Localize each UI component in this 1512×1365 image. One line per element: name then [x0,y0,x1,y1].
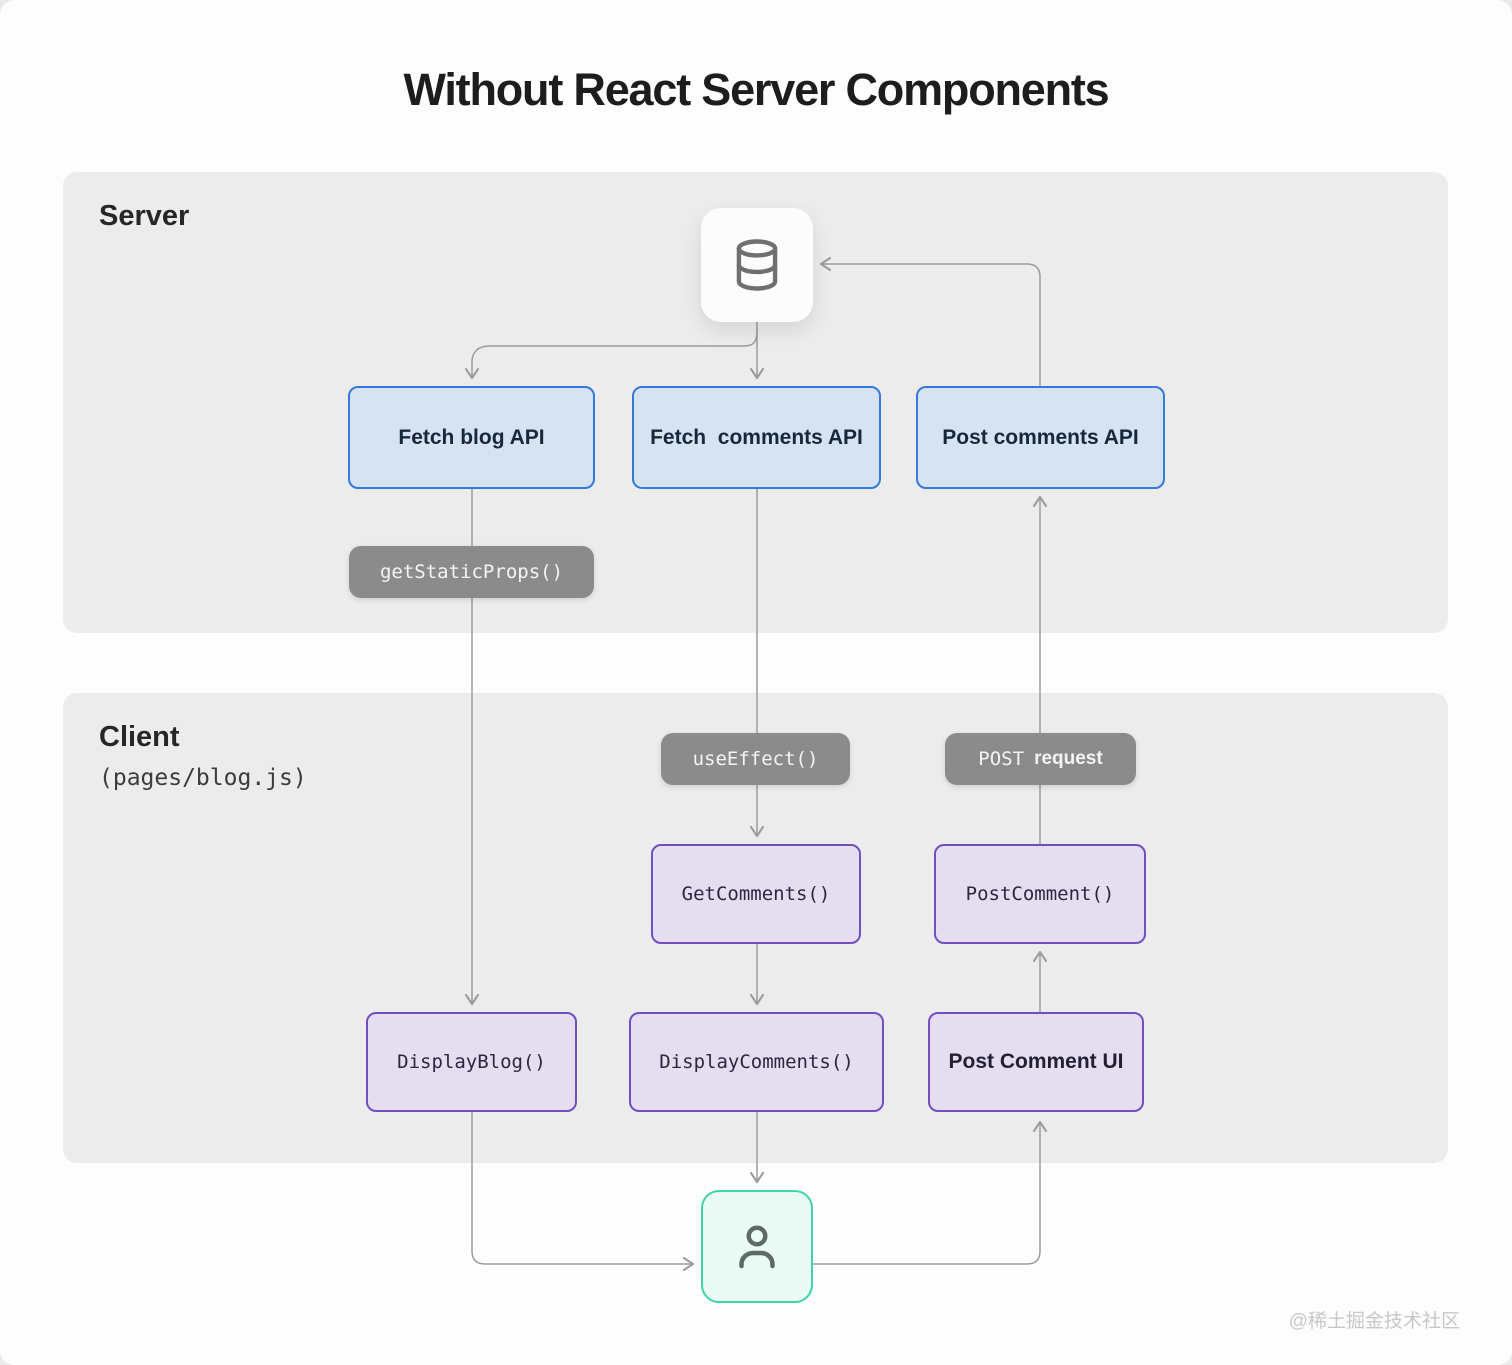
node-label: Post comments API [942,425,1139,449]
node-fetch-blog-api: Fetch blog API [348,386,595,489]
pill-post-request: POST request [945,733,1136,785]
page-title: Without React Server Components [403,64,1110,115]
node-label: PostComment() [965,883,1115,905]
server-section-label: Server [99,200,190,232]
node-get-comments: GetComments() [651,844,861,944]
node-post-comments-api: Post comments API [916,386,1165,489]
node-label: DisplayBlog() [397,1051,546,1073]
client-section-label: Client [99,721,180,753]
watermark: @稀土掘金技术社区 [1288,1311,1460,1332]
node-label: Fetch comments API [650,425,863,449]
database-icon [736,239,778,291]
node-post-comment-ui: Post Comment UI [928,1012,1144,1112]
node-label: DisplayComments() [659,1051,854,1073]
node-label: GetComments() [681,883,831,905]
client-section-sublabel: (pages/blog.js) [99,765,307,791]
pill-label-mono: POST [978,748,1025,770]
pill-label: useEffect() [692,748,819,770]
node-display-comments: DisplayComments() [629,1012,884,1112]
pill-get-static-props: getStaticProps() [349,546,594,598]
node-label: Post Comment UI [948,1050,1124,1073]
node-display-blog: DisplayBlog() [366,1012,577,1112]
database-node [701,208,813,322]
pill-label-bold: request [1034,748,1103,769]
pill-label: getStaticProps() [379,561,564,583]
node-label: Fetch blog API [398,425,545,449]
user-icon [739,1225,775,1268]
node-fetch-comments-api: Fetch comments API [632,386,881,489]
pill-use-effect: useEffect() [661,733,850,785]
node-post-comment: PostComment() [934,844,1146,944]
user-node [701,1190,813,1303]
